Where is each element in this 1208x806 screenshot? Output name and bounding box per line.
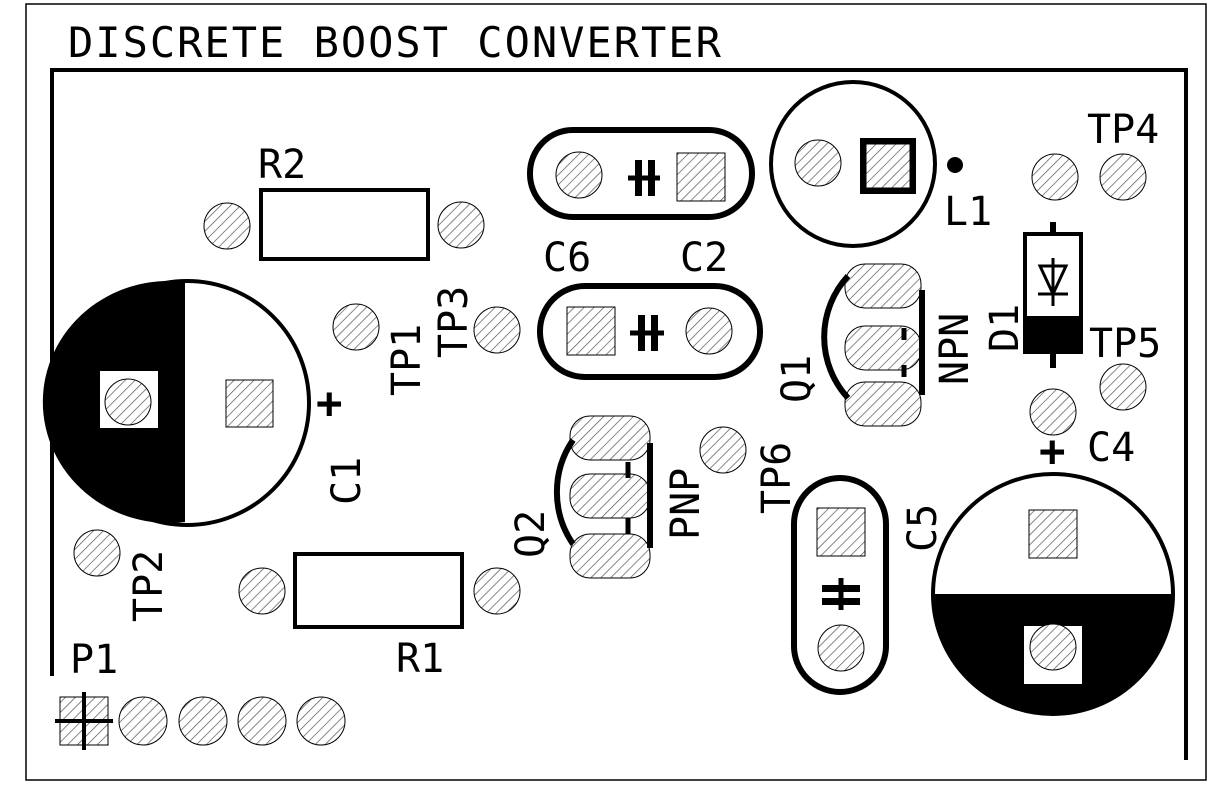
- testpoint-tp3: [473, 306, 521, 354]
- testpoint-tp2: [73, 529, 121, 577]
- label-r2: R2: [258, 142, 306, 188]
- resistor-r2: R2: [203, 142, 485, 261]
- label-l1: L1: [944, 189, 992, 235]
- testpoint-tp4-b: [1099, 153, 1147, 201]
- testpoint-tp6: [699, 426, 747, 474]
- label-p1: P1: [70, 637, 118, 683]
- inductor-l1: L1: [769, 80, 992, 248]
- board-title: DISCRETE BOOST CONVERTER: [68, 18, 723, 67]
- transistor-q1: Q1 NPN: [774, 263, 978, 427]
- diode-d1: D1: [982, 222, 1083, 368]
- label-q1-type: NPN: [932, 313, 978, 385]
- label-q2-type: PNP: [663, 468, 709, 540]
- label-tp1: TP1: [384, 324, 430, 396]
- capacitor-c6: C6: [527, 127, 755, 281]
- testpoint-tp1: [332, 303, 380, 351]
- transistor-q2: Q2 PNP: [508, 415, 709, 579]
- capacitor-c2: C2: [537, 235, 763, 380]
- label-d1: D1: [982, 304, 1028, 352]
- label-q2: Q2: [508, 510, 554, 558]
- header-p1: P1: [55, 637, 346, 750]
- label-tp2: TP2: [126, 550, 172, 622]
- label-tp4: TP4: [1087, 107, 1159, 153]
- resistor-r1: R1: [238, 552, 521, 682]
- label-c2: C2: [680, 235, 728, 281]
- capacitor-c1: + C1: [42, 279, 370, 527]
- capacitor-c5: C5: [791, 475, 946, 695]
- label-c4: C4: [1087, 425, 1135, 471]
- outer-frame: [25, 3, 1207, 781]
- label-c5: C5: [900, 504, 946, 552]
- label-c1: C1: [324, 457, 370, 505]
- label-r1: R1: [396, 636, 444, 682]
- c4-polarity: +: [1039, 426, 1066, 477]
- label-tp3: TP3: [431, 286, 477, 358]
- label-tp6: TP6: [754, 442, 800, 514]
- capacitor-c4: + C4: [931, 388, 1175, 716]
- c1-polarity: +: [316, 378, 343, 429]
- testpoint-tp5: [1099, 363, 1147, 411]
- label-c6: C6: [543, 235, 591, 281]
- testpoint-tp4: [1031, 153, 1079, 201]
- label-q1: Q1: [774, 355, 820, 403]
- label-tp5: TP5: [1089, 321, 1161, 367]
